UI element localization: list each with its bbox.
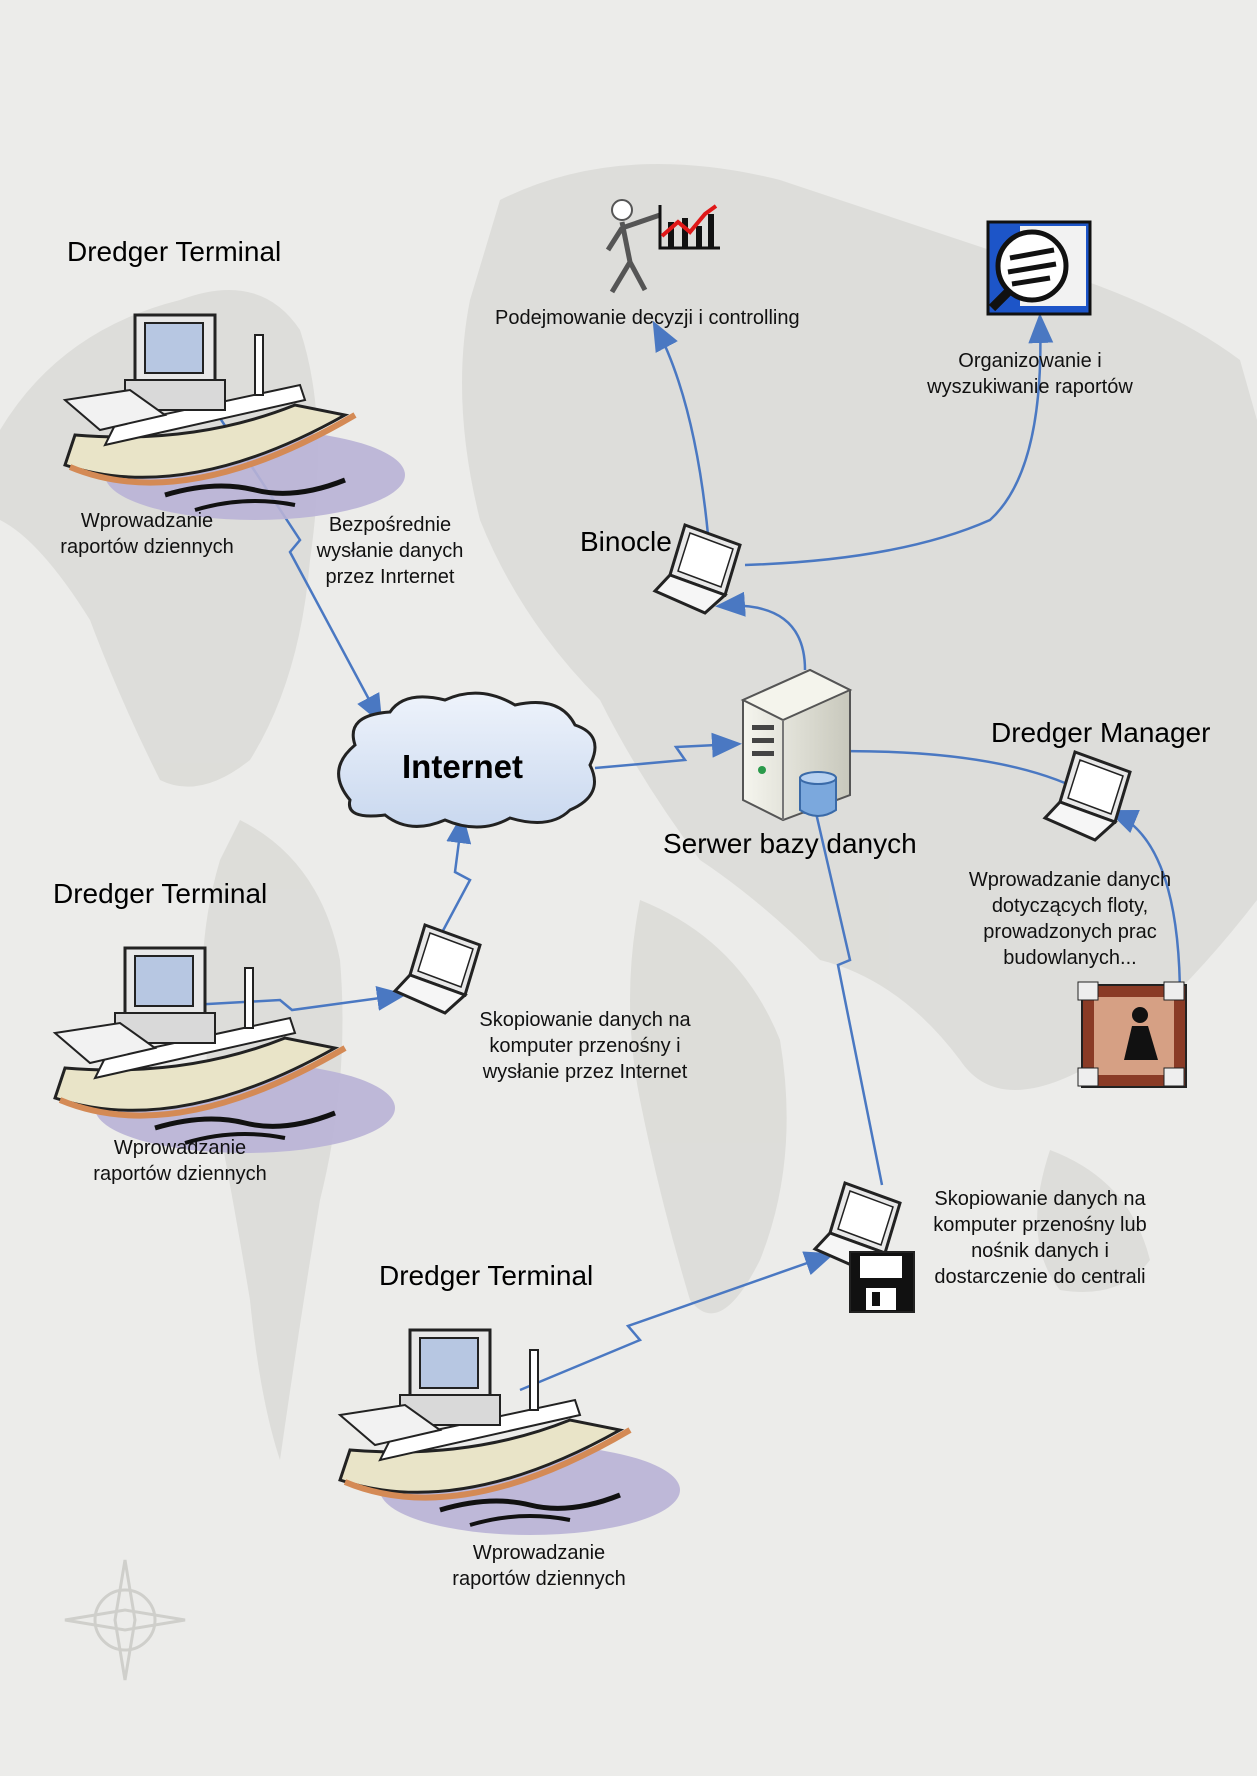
internet-cloud-icon [337, 691, 597, 829]
binocle-label: Binocle [580, 526, 672, 557]
edge-label-line: Skopiowanie danych na [934, 1188, 1146, 1210]
caption-line: prowadzonych prac [983, 921, 1157, 943]
edge-copy-internet-label: Skopiowanie danych na komputer przenośny… [465, 1007, 705, 1085]
manager-reports-icon [1077, 981, 1187, 1088]
dredger-terminal-ship-icon-3 [340, 1330, 680, 1535]
floppy-disk-icon [849, 1251, 915, 1313]
organize-label: Organizowanie i wyszukiwanie raportów [915, 348, 1145, 400]
presenter-chart-icon [605, 199, 720, 294]
edge-label-line: Bezpośrednie [328, 514, 452, 536]
label-line: wyszukiwanie raportów [927, 376, 1133, 398]
edge-terminal2-laptop [189, 985, 407, 1012]
compass-rose-icon [64, 1559, 186, 1681]
edge-terminal3-media [519, 1251, 835, 1392]
edge-internet-server [594, 732, 742, 770]
edge-binocle-decision [652, 320, 710, 536]
edge-label-line: nośnik danych i [971, 1240, 1109, 1262]
decision-label: Podejmowanie decyzji i controlling [495, 307, 800, 329]
caption-line: Wprowadzanie [472, 1542, 606, 1564]
caption-line: dotyczących floty, [991, 895, 1149, 917]
edge-direct-label: Bezpośrednie wysłanie danych przez Inrte… [305, 512, 475, 590]
magnifier-search-icon [986, 220, 1092, 316]
edge-server-binocle [715, 591, 807, 671]
caption-line: Wprowadzanie [80, 510, 214, 532]
caption-line: raportów dziennych [93, 1163, 267, 1185]
edge-label-line: komputer przenośny i [489, 1035, 681, 1057]
edge-binocle-organize [744, 313, 1054, 567]
label-line: Organizowanie i [958, 350, 1102, 372]
edge-label-line: dostarczenie do centrali [934, 1266, 1146, 1288]
edge-laptop-internet [428, 813, 472, 956]
terminal-3-caption: Wprowadzanie raportów dziennych [444, 1540, 634, 1592]
caption-line: Wprowadzanie danych [968, 869, 1172, 891]
edge-label-line: Skopiowanie danych na [479, 1009, 691, 1031]
caption-line: budowlanych... [1003, 947, 1137, 969]
edge-label-line: wysłanie przez Internet [482, 1061, 688, 1083]
terminal-1-title: Dredger Terminal [67, 236, 282, 267]
manager-title: Dredger Manager [991, 717, 1211, 748]
database-server-icon [740, 668, 853, 822]
internet-label: Internet [402, 748, 524, 785]
server-label: Serwer bazy danych [663, 828, 917, 859]
manager-caption: Wprowadzanie danych dotyczących floty, p… [955, 867, 1185, 971]
caption-line: raportów dziennych [60, 536, 234, 558]
caption-line: Wprowadzanie [113, 1137, 247, 1159]
terminal-1-caption: Wprowadzanie raportów dziennych [52, 508, 242, 560]
edge-label-line: przez Inrternet [325, 566, 455, 588]
edge-label-line: wysłanie danych [316, 540, 464, 562]
terminal-3-title: Dredger Terminal [379, 1260, 594, 1291]
edge-media-server [803, 782, 884, 1186]
terminal-2-caption: Wprowadzanie raportów dziennych [85, 1135, 275, 1187]
edge-reports-manager [1107, 809, 1182, 1001]
edge-copy-media-label: Skopiowanie danych na komputer przenośny… [920, 1186, 1160, 1290]
laptop-icon-upload [393, 923, 482, 1015]
edge-label-line: komputer przenośny lub [933, 1214, 1147, 1236]
terminal-2-title: Dredger Terminal [53, 878, 268, 909]
caption-line: raportów dziennych [452, 1568, 626, 1590]
